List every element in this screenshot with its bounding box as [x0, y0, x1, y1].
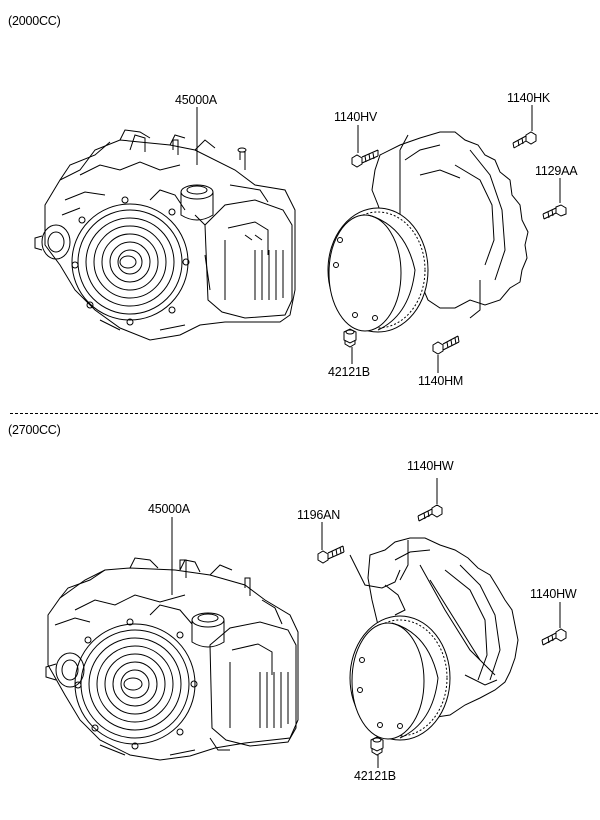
label-45000a-2000cc: 45000A: [175, 93, 217, 107]
nut-42121b-2700cc[interactable]: [371, 737, 383, 755]
section-divider: [10, 413, 598, 414]
label-1140hk: 1140HK: [507, 91, 551, 105]
label-45000a-2700cc: 45000A: [148, 502, 190, 516]
bolt-1129aa[interactable]: [543, 205, 566, 219]
label-1140hw-right: 1140HW: [530, 587, 577, 601]
bolt-1140hw-right[interactable]: [542, 629, 566, 645]
label-1140hw-top: 1140HW: [407, 459, 454, 473]
nut-42121b-2000cc[interactable]: [344, 329, 356, 347]
label-1129aa: 1129AA: [535, 164, 578, 178]
bolt-1140hv[interactable]: [352, 150, 378, 167]
section-2700cc-drawing: [0, 410, 600, 820]
transaxle-2700cc[interactable]: [46, 558, 298, 760]
label-1196an: 1196AN: [297, 508, 341, 522]
bolt-1196an[interactable]: [318, 546, 344, 563]
label-1140hv: 1140HV: [334, 110, 378, 124]
label-42121b-2000cc: 42121B: [328, 365, 370, 379]
label-1140hm: 1140HM: [418, 374, 464, 388]
section-2000cc-drawing: [0, 0, 600, 410]
bolt-1140hw-top[interactable]: [418, 505, 442, 521]
section-title-2000cc: (2000CC): [8, 14, 61, 28]
converter-housing-2700cc[interactable]: [350, 538, 518, 718]
section-title-2700cc: (2700CC): [8, 423, 61, 437]
transaxle-2000cc[interactable]: [35, 130, 295, 340]
bolt-1140hk[interactable]: [513, 132, 536, 148]
torque-converter-2000cc[interactable]: [328, 208, 428, 332]
torque-converter-2700cc[interactable]: [350, 616, 450, 740]
bolt-1140hm[interactable]: [433, 336, 459, 354]
label-42121b-2700cc: 42121B: [354, 769, 396, 783]
